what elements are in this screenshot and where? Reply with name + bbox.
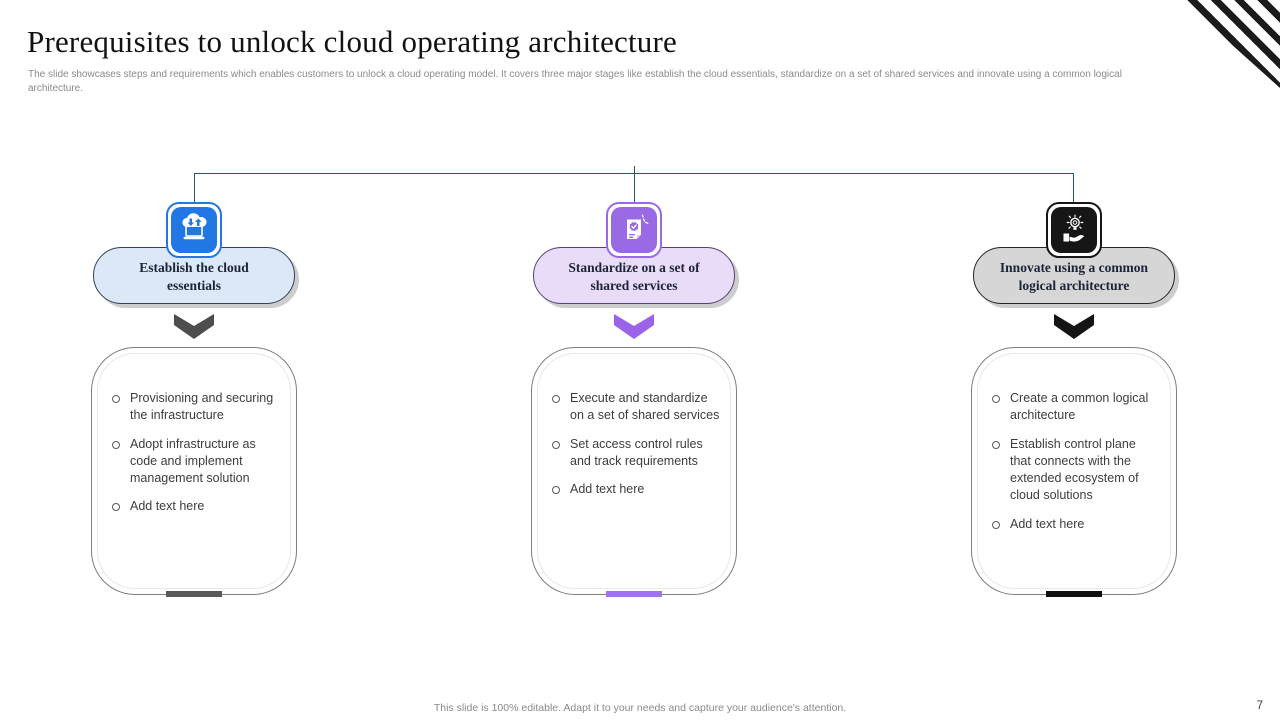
box-accent-bar (166, 591, 222, 597)
list-item: Add text here (552, 481, 720, 498)
box-accent-bar (1046, 591, 1102, 597)
bullet-marker (552, 440, 560, 449)
stage-detail-box: Execute and standardize on a set of shar… (531, 347, 737, 597)
stage-label: Establish the cloud essentials (139, 260, 249, 294)
stage-pill: Establish the cloud essentials (93, 247, 295, 304)
bullet-text: Create a common logical architecture (1010, 391, 1149, 423)
list-item: Create a common logical architecture (992, 390, 1160, 425)
bullet-text: Adopt infrastructure as code and impleme… (130, 436, 256, 486)
stage-pill: Innovate using a common logical architec… (973, 247, 1175, 304)
cloud-sync-laptop-icon (171, 207, 217, 253)
stage-icon-badge (1046, 202, 1102, 258)
bullet-marker (552, 486, 560, 494)
chevron-down-icon (614, 314, 654, 339)
bullet-list: Execute and standardize on a set of shar… (532, 348, 736, 498)
bullet-text: Establish control plane that connects wi… (1010, 436, 1139, 503)
box-accent-bar (606, 591, 662, 597)
list-item: Set access control rules and track requi… (552, 436, 720, 471)
bullet-text: Add text here (570, 482, 645, 496)
hand-holding-bulb-icon (1051, 207, 1097, 253)
chevron-down-icon (1054, 314, 1094, 339)
list-item: Establish control plane that connects wi… (992, 436, 1160, 505)
bullet-marker (992, 520, 1000, 529)
footer-note: This slide is 100% editable. Adapt it to… (433, 702, 847, 714)
slide-description: The slide showcases steps and requiremen… (28, 69, 1122, 94)
bullet-marker (112, 440, 120, 449)
connector-drop-line (1073, 173, 1074, 203)
bullet-text: Add text here (130, 499, 205, 514)
bullet-text: Set access control rules and track requi… (570, 436, 703, 468)
stage-label: Standardize on a set of shared services (568, 260, 700, 294)
chevron-down-icon (174, 314, 214, 339)
stage-column-innovate: Innovate using a common logical architec… (969, 202, 1179, 597)
bullet-marker (112, 395, 120, 403)
stage-column-establish: Establish the cloud essentials Provision… (89, 202, 299, 597)
list-item: Add text here (112, 498, 280, 515)
list-item: Add text here (992, 516, 1160, 533)
bullet-list: Create a common logical architecture Est… (972, 348, 1176, 533)
stage-detail-box: Create a common logical architecture Est… (971, 347, 1177, 597)
bullet-text: Add text here (1010, 516, 1085, 531)
bullet-list: Provisioning and securing the infrastruc… (92, 348, 296, 516)
bullet-marker (992, 395, 1000, 403)
connector-drop-line (634, 173, 635, 203)
bullet-marker (992, 440, 1000, 449)
stage-detail-box: Provisioning and securing the infrastruc… (91, 347, 297, 597)
bullet-marker (552, 395, 560, 403)
stage-icon-badge (166, 202, 222, 258)
bullet-text: Execute and standardize on a set of shar… (570, 391, 720, 423)
stage-column-standardize: Standardize on a set of shared services … (529, 202, 739, 597)
page-number: 7 (1256, 700, 1263, 712)
page-title: Prerequisites to unlock cloud operating … (27, 24, 677, 59)
connector-drop-line (194, 173, 195, 203)
list-item: Provisioning and securing the infrastruc… (112, 390, 280, 425)
list-item: Adopt infrastructure as code and impleme… (112, 436, 280, 488)
bullet-text: Provisioning and securing the infrastruc… (130, 391, 274, 423)
stage-icon-badge (606, 202, 662, 258)
connector-top-stub (634, 166, 635, 173)
bullet-marker (112, 503, 120, 512)
stage-label: Innovate using a common logical architec… (999, 260, 1149, 294)
document-checklist-icon (611, 207, 657, 253)
list-item: Execute and standardize on a set of shar… (552, 390, 720, 425)
